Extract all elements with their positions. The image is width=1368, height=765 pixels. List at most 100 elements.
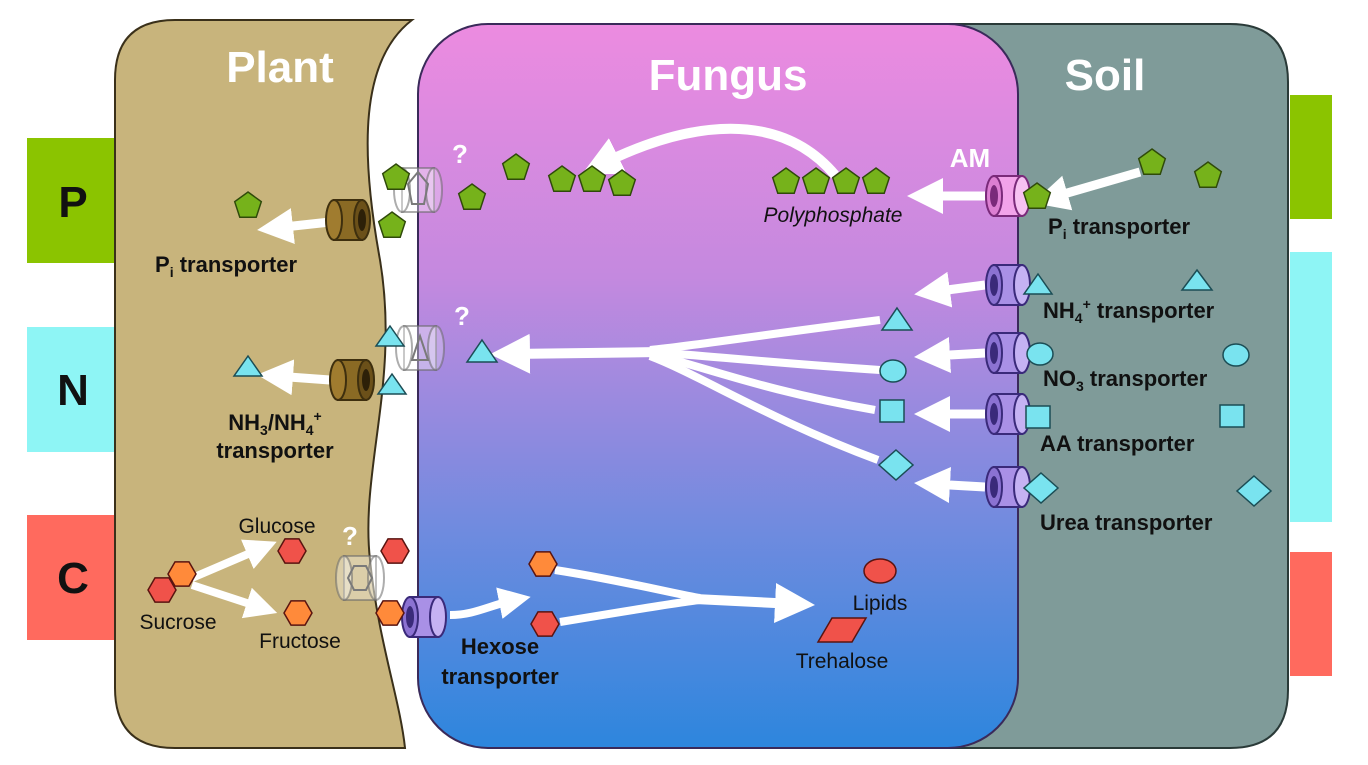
arrow-urea — [914, 467, 986, 503]
c-fan-line-1 — [554, 566, 701, 602]
carbon-hexagon-icon — [375, 600, 405, 626]
row-bar-c — [27, 515, 117, 640]
trehalose-parallelogram-icon — [816, 617, 868, 643]
phosphate-pentagon-icon — [607, 169, 637, 197]
urea-diamond-icon — [1022, 471, 1060, 505]
n-triangle-icon — [232, 354, 264, 377]
n-main-arrow — [490, 333, 661, 374]
phosphate-pentagon-icon — [801, 167, 831, 195]
aa-square-icon — [1219, 404, 1245, 428]
unknown-n-transporter-icon — [395, 325, 445, 371]
phosphate-pentagon-icon — [831, 167, 861, 195]
plant-pi-transporter-icon — [325, 199, 371, 241]
hexose-transporter-label: Hexose — [461, 634, 539, 659]
nh4-transporter-icon — [985, 264, 1031, 306]
row-bar-p — [27, 138, 117, 263]
phosphate-pentagon-icon — [861, 167, 891, 195]
plant-nh-transporter-label: NH3/NH4+ — [228, 408, 321, 438]
n-fan-line-3 — [649, 350, 876, 414]
no3-transporter-label: NO3 transporter — [1043, 366, 1208, 394]
trehalose-label: Trehalose — [796, 650, 889, 673]
aa-transporter-label: AA transporter — [1040, 431, 1195, 456]
carbon-hexagon-icon — [147, 577, 177, 603]
urea-transporter-label: Urea transporter — [1040, 510, 1213, 535]
phosphate-pentagons — [233, 148, 1223, 239]
phosphate-pentagon-icon — [457, 183, 487, 211]
arrow-to-lipids — [694, 583, 815, 623]
arrow-sucrose-glucose — [190, 539, 277, 582]
ghost-hexagon-icon — [346, 565, 374, 591]
question-mark-n: ? — [454, 301, 470, 331]
nh4-transporter-label: NH4+ transporter — [1043, 296, 1215, 326]
row-label-c: C — [57, 554, 89, 603]
n-fan-line-4 — [648, 352, 880, 464]
carbon-hexagon-icon — [380, 538, 410, 564]
question-mark-c: ? — [342, 521, 358, 551]
fungus-title: Fungus — [649, 51, 808, 100]
polyphosphate-label: Polyphosphate — [764, 204, 903, 227]
soil-title: Soil — [1065, 51, 1146, 100]
phosphate-pentagon-icon — [381, 163, 411, 191]
unknown-c-transporter-icon — [335, 555, 385, 601]
lipid-circle-icon — [863, 558, 897, 584]
c-fan-line-2 — [559, 596, 701, 626]
hexose-transporter-icon — [401, 596, 447, 638]
arrow-nh4 — [914, 271, 986, 308]
arrow-hexose-in — [449, 587, 531, 619]
am-label: AM — [950, 143, 990, 173]
carbon-hexagon-icon — [167, 561, 197, 587]
n-triangle-icon — [1180, 268, 1214, 291]
plant-nh-transporter-label-line2: transporter — [216, 438, 334, 463]
urea-diamond-icon — [877, 448, 915, 482]
no3-circle-icon — [1222, 343, 1250, 367]
plant-title: Plant — [226, 43, 334, 92]
no3-circle-icon — [1026, 342, 1054, 366]
arrow-polyphosphate-to-interface — [582, 123, 839, 179]
row-bar-c-right — [1290, 552, 1332, 676]
no3-transporter-icon — [985, 332, 1031, 374]
ghost-triangle-icon — [410, 332, 430, 361]
lipids-label: Lipids — [853, 592, 908, 615]
phosphate-pentagon-icon — [1022, 182, 1052, 210]
arrow-soil-p-uptake — [1032, 167, 1142, 211]
carbon-hexagon-icon — [528, 551, 558, 577]
phosphate-pentagon-icon — [1193, 161, 1223, 189]
n-triangle-icon — [374, 324, 406, 347]
carbon-hexagon-icon — [530, 611, 560, 637]
arrow-no3 — [914, 337, 986, 373]
fructose-label: Fructose — [259, 630, 341, 653]
row-bar-p-right — [1290, 95, 1332, 219]
carbon-hexagon-icon — [283, 600, 313, 626]
carbon-hexagons — [147, 538, 560, 637]
phosphate-pentagon-icon — [1137, 148, 1167, 176]
n-fan-line-2 — [649, 348, 881, 374]
nh4-triangle-icon — [880, 306, 914, 331]
phosphate-pentagon-icon — [501, 153, 531, 181]
phosphate-pentagon-icon — [547, 165, 577, 193]
phosphate-pentagon-icon — [233, 191, 263, 219]
hexose-transporter-label-line2: transporter — [441, 664, 559, 689]
arrow-plant-p — [257, 208, 331, 244]
soil-pi-transporter-label: Pi transporter — [1048, 214, 1190, 242]
arrow-sucrose-fructose — [190, 581, 278, 619]
row-bar-n-right — [1290, 252, 1332, 522]
plant-pi-transporter-label: Pi transporter — [155, 252, 297, 280]
am-pi-transporter-icon — [985, 175, 1031, 217]
aa-square-icon — [879, 399, 905, 423]
phosphate-pentagon-icon — [377, 211, 407, 239]
aa-transporter-icon — [985, 393, 1031, 435]
row-label-n: N — [57, 366, 89, 415]
n-triangle-icon — [376, 372, 408, 395]
urea-diamond-icon — [1235, 474, 1273, 508]
aa-square-icon — [1025, 405, 1051, 429]
urea-transporter-icon — [985, 466, 1031, 508]
no3-circle-icon — [879, 359, 907, 383]
row-label-p: P — [58, 178, 87, 227]
phosphate-pentagon-icon — [577, 165, 607, 193]
row-bar-n — [27, 327, 117, 452]
sucrose-label: Sucrose — [139, 611, 216, 634]
arrow-plant-n — [257, 359, 331, 396]
ghost-pentagon-icon — [406, 170, 430, 205]
plant-nh-transporter-icon — [329, 359, 375, 401]
